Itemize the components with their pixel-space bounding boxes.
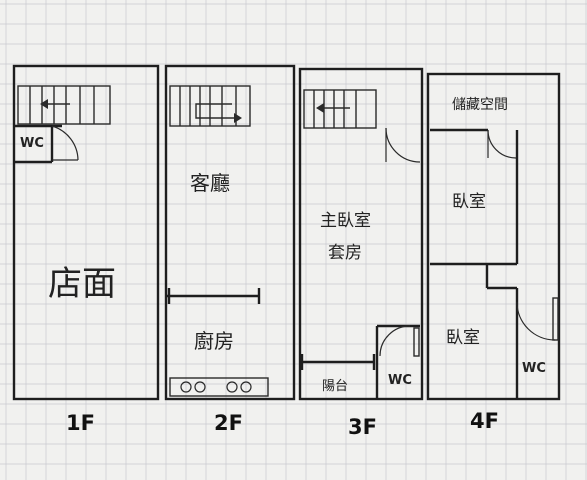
floor-2f: 客廳 廚房 2F — [164, 64, 296, 435]
floor-label-2f: 2F — [214, 411, 243, 435]
floor-4f-outline — [426, 72, 561, 401]
door-swing-icon — [379, 325, 411, 357]
staircase-3f — [303, 89, 377, 129]
room-label-storage: 儲藏空間 — [452, 97, 508, 113]
arrowhead-icon — [40, 99, 48, 109]
room-label-bedroom-upper: 臥室 — [452, 192, 486, 212]
room-label-suite: 套房 — [328, 243, 362, 263]
partition-2f — [167, 288, 261, 304]
room-label-kitchen: 廚房 — [194, 329, 234, 353]
door-swing-icon — [516, 301, 556, 341]
wc-4f: WC — [516, 297, 559, 376]
floor-label-1f: 1F — [66, 411, 95, 435]
floor-2f-outline — [164, 64, 296, 401]
floor-3f: 主臥室 套房 WC 陽台 3F — [298, 67, 424, 439]
room-label-balcony: 陽台 — [322, 379, 348, 394]
staircase-2f — [169, 85, 251, 127]
room-label-bedroom-lower: 臥室 — [446, 328, 480, 348]
wc-1f: WC — [14, 124, 79, 164]
floor-label-3f: 3F — [348, 415, 377, 439]
room-label-wc-4f: WC — [522, 361, 546, 376]
door-swing-icon — [51, 125, 79, 161]
arrowhead-icon — [316, 103, 324, 113]
floor-3f-outline — [298, 67, 424, 401]
staircase-1f — [17, 85, 111, 125]
door-swing-icon — [385, 127, 421, 163]
floor-1f-outline — [12, 64, 160, 401]
balcony-3f: 陽台 — [300, 354, 376, 394]
stair-arrow — [195, 103, 234, 119]
floor-4f: 儲藏空間 臥室 臥室 WC 4F — [426, 72, 561, 433]
floor-1f: WC 店面 1F — [12, 64, 160, 435]
room-label-master-bedroom: 主臥室 — [320, 211, 371, 231]
arrowhead-icon — [234, 113, 242, 123]
bedroom-upper-4f: 臥室 — [430, 128, 519, 266]
floor-label-4f: 4F — [470, 409, 499, 433]
room-label-wc-3f: WC — [388, 373, 412, 388]
room-label-shop: 店面 — [48, 264, 116, 304]
room-label-living: 客廳 — [190, 171, 230, 195]
stove-icon — [169, 377, 269, 397]
room-label-wc-1f: WC — [20, 136, 44, 151]
wc-3f: WC — [375, 324, 420, 399]
